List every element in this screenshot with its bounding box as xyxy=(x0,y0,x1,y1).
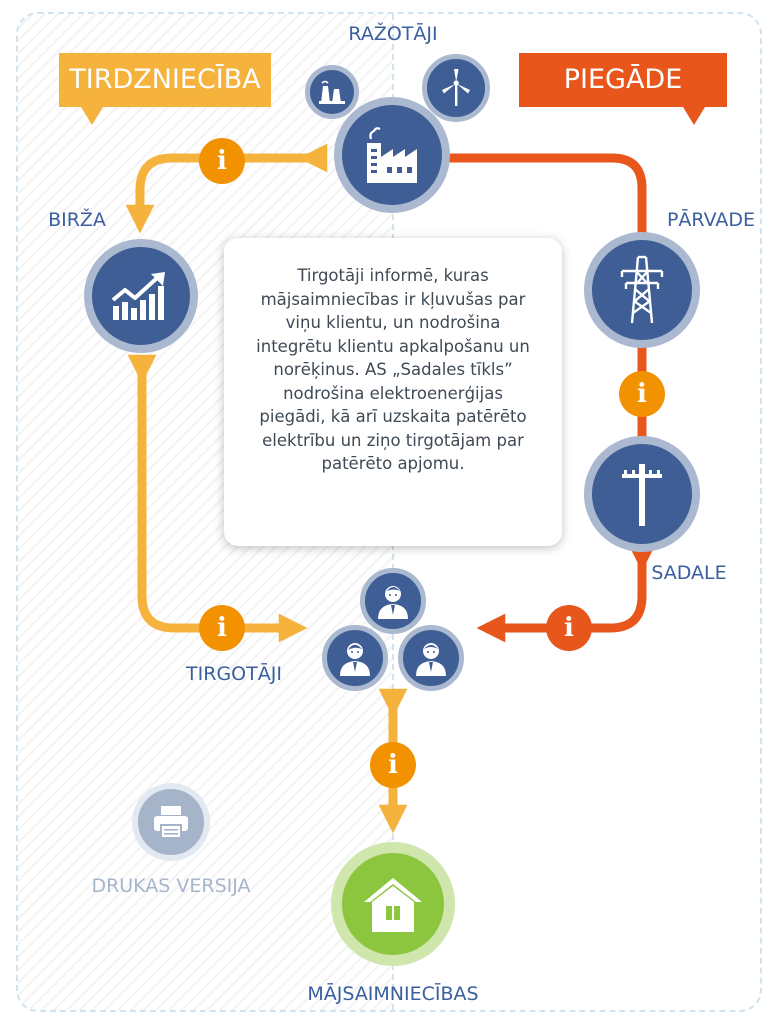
exchange-label: BIRŽA xyxy=(48,209,106,231)
transmission-node[interactable] xyxy=(584,232,700,348)
info-icon[interactable]: i xyxy=(370,742,416,788)
wind-turbine-icon xyxy=(442,69,470,106)
flow-producers-exchange xyxy=(125,143,328,234)
power-plant-icon xyxy=(319,80,345,104)
person-icon xyxy=(340,643,370,676)
person-icon xyxy=(416,643,446,676)
person-icon xyxy=(378,586,408,619)
transmission-tower-icon xyxy=(620,255,664,324)
info-icon[interactable]: i xyxy=(199,138,245,184)
transmission-label: PĀRVADE xyxy=(666,209,756,231)
factory-icon xyxy=(367,127,417,183)
print-version-label[interactable]: DRUKAS VERSIJA xyxy=(91,875,251,897)
info-icon[interactable]: i xyxy=(619,371,665,417)
description-box: Tirgotāji informē, kuras mājsaimniecības… xyxy=(224,238,562,546)
producers-node[interactable] xyxy=(334,97,450,213)
trader-node-left[interactable] xyxy=(322,625,388,691)
trade-banner-tail xyxy=(81,107,103,125)
distribution-label: SADALE xyxy=(651,562,727,584)
producers-label: RAŽOTĀJI xyxy=(348,23,438,45)
power-plant-node[interactable] xyxy=(305,65,359,119)
supply-banner-tail xyxy=(683,107,705,125)
households-node[interactable] xyxy=(331,842,455,966)
flow-exchange-traders xyxy=(127,354,308,643)
traders-label: TIRGOTĀJI xyxy=(186,663,282,685)
printer-icon xyxy=(154,806,188,839)
info-icon[interactable]: i xyxy=(546,605,592,651)
info-icon[interactable]: i xyxy=(199,605,245,651)
trader-node-top[interactable] xyxy=(360,568,426,634)
print-node[interactable] xyxy=(132,783,210,861)
distribution-node[interactable] xyxy=(584,436,700,552)
flow-distribution-traders xyxy=(476,542,657,643)
trade-banner: TIRDZNIECĪBA xyxy=(59,53,271,125)
supply-banner: PIEGĀDE xyxy=(519,53,727,125)
trader-node-right[interactable] xyxy=(398,625,464,691)
utility-pole-icon xyxy=(622,464,662,526)
households-label: MĀJSAIMNIECĪBAS xyxy=(307,983,479,1005)
trade-banner-label: TIRDZNIECĪBA xyxy=(69,64,261,95)
rising-chart-icon xyxy=(111,272,165,320)
house-icon xyxy=(364,878,422,932)
exchange-node[interactable] xyxy=(84,239,198,353)
flow-producers-transmission xyxy=(448,153,647,240)
description-text: Tirgotāji informē, kuras mājsaimniecības… xyxy=(256,266,530,473)
wind-turbine-node[interactable] xyxy=(422,54,490,122)
supply-banner-label: PIEGĀDE xyxy=(563,64,683,95)
